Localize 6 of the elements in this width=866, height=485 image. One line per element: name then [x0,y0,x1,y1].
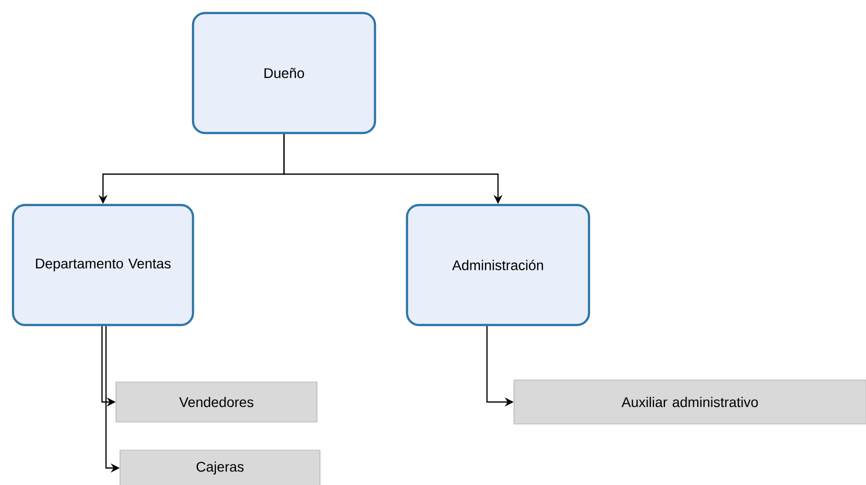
position-box: Vendedores [116,382,318,422]
role-box: Dueño [192,12,376,134]
position-box: Cajeras [120,450,320,485]
role-box: Administración [406,204,590,326]
role-box: Departamento Ventas [12,204,194,326]
position-box: Auxiliar administrativo [514,380,866,424]
